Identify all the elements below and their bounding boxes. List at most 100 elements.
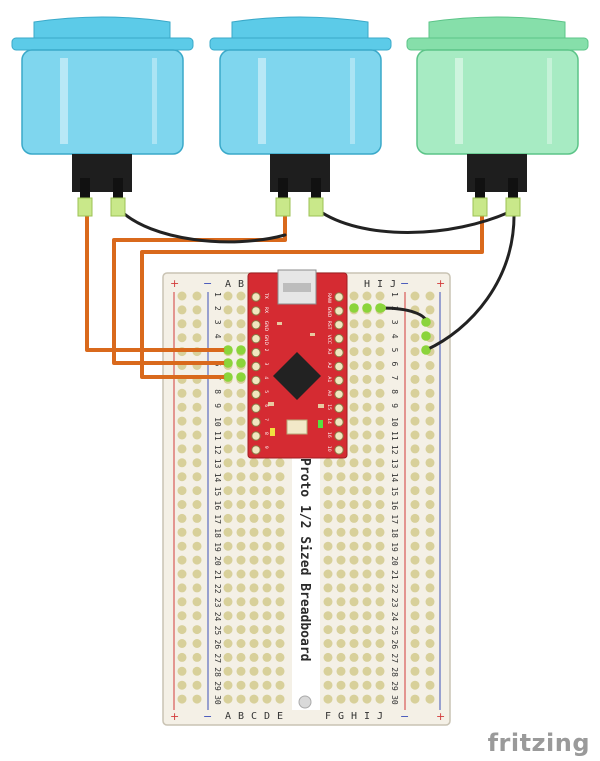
row-number: 3 [390, 320, 399, 325]
breadboard-hole [223, 597, 233, 607]
rail-hole [192, 666, 202, 676]
breadboard-hole [349, 694, 359, 704]
row-number: 25 [390, 626, 399, 636]
breadboard-hole [375, 458, 385, 468]
rail-hole [192, 291, 202, 301]
breadboard-hole [323, 694, 333, 704]
rail-hole [177, 472, 187, 482]
mcu-pin [334, 375, 344, 386]
button-terminal [472, 197, 488, 217]
breadboard-hole [236, 402, 246, 412]
row-number: 29 [213, 681, 222, 691]
breadboard-hole [375, 541, 385, 551]
mounting-hole [298, 695, 312, 709]
breadboard-hole [249, 472, 259, 482]
mcu-pin-label: 4 [263, 376, 269, 379]
row-number: 13 [213, 459, 222, 469]
button-terminal [275, 197, 291, 217]
button-terminal [77, 197, 93, 217]
breadboard-hole [349, 430, 359, 440]
row-number: 11 [390, 431, 399, 441]
breadboard-hole [375, 361, 385, 370]
row-number: 15 [390, 487, 399, 497]
breadboard-hole [262, 541, 272, 551]
rail-plus-bottom-left: + [170, 710, 179, 723]
rail-hole [192, 430, 202, 440]
mcu-pin [334, 417, 344, 427]
mcu-pin [251, 431, 261, 441]
breadboard-hole [223, 458, 233, 468]
breadboard-hole [349, 652, 359, 662]
breadboard-hole [349, 597, 359, 607]
button-highlight [350, 58, 355, 144]
breadboard-hole [223, 694, 233, 704]
button-body [219, 49, 382, 155]
rail-hole [177, 597, 187, 607]
breadboard-hole [362, 472, 372, 482]
led-green [318, 420, 323, 428]
breadboard-hole [323, 472, 333, 482]
rail-hole [192, 444, 202, 454]
breadboard-hole [262, 652, 272, 662]
breadboard-hole [349, 402, 359, 412]
rail-hole [410, 680, 420, 690]
rail-hole [425, 541, 435, 551]
rail-hole [192, 333, 202, 343]
reset-button[interactable] [286, 419, 308, 435]
row-number: 13 [390, 459, 399, 469]
rail-hole [177, 639, 187, 648]
rail-hole [192, 541, 202, 551]
breadboard-hole [362, 652, 372, 662]
breadboard-hole [262, 527, 272, 537]
mcu-pin [334, 334, 344, 344]
breadboard-hole [223, 430, 233, 440]
row-number: 23 [213, 598, 222, 608]
row-number: 10 [213, 417, 222, 427]
rail-hole [410, 416, 420, 426]
rail-hole [425, 583, 435, 593]
switch-leg [113, 178, 123, 198]
rail-plus-bottom-right: + [436, 710, 445, 723]
breadboard-hole [275, 472, 285, 482]
breadboard-hole [375, 555, 385, 565]
connected-hole [236, 372, 246, 382]
rail-hole [425, 611, 435, 621]
col-label-g: G [338, 711, 344, 722]
breadboard-hole [236, 319, 246, 329]
breadboard-hole [336, 458, 346, 468]
arcade-button-1[interactable] [11, 16, 194, 217]
breadboard-hole [349, 555, 359, 565]
rail-hole [410, 569, 420, 579]
rail-hole [425, 416, 435, 426]
breadboard-hole [275, 541, 285, 551]
breadboard-hole [375, 374, 385, 384]
breadboard-hole [375, 472, 385, 482]
mcu-pin [251, 334, 261, 344]
arcade-button-3[interactable] [406, 16, 589, 217]
breadboard-hole [362, 361, 372, 370]
rail-hole [410, 639, 420, 648]
rail-hole [410, 694, 420, 704]
row-number: 26 [213, 640, 222, 650]
wire-black-button-1 [118, 208, 287, 244]
breadboard-hole [323, 458, 333, 468]
breadboard-hole [236, 652, 246, 662]
row-number: 17 [213, 514, 222, 524]
col-label-top-h: H [364, 279, 370, 290]
breadboard-hole [336, 666, 346, 676]
rail-hole [425, 430, 435, 440]
rail-hole [177, 402, 187, 412]
breadboard-hole [249, 500, 259, 509]
breadboard-hole [223, 444, 233, 454]
mcu-pin [251, 403, 261, 413]
led-yellow [270, 428, 275, 436]
rail-hole [410, 388, 420, 398]
button-highlight [258, 58, 266, 144]
wire-black-button-2 [316, 208, 516, 234]
breadboard-hole [249, 486, 259, 496]
breadboard-hole [323, 639, 333, 648]
rail-hole [425, 652, 435, 662]
rail-hole [425, 291, 435, 301]
arcade-button-2[interactable] [209, 16, 392, 217]
